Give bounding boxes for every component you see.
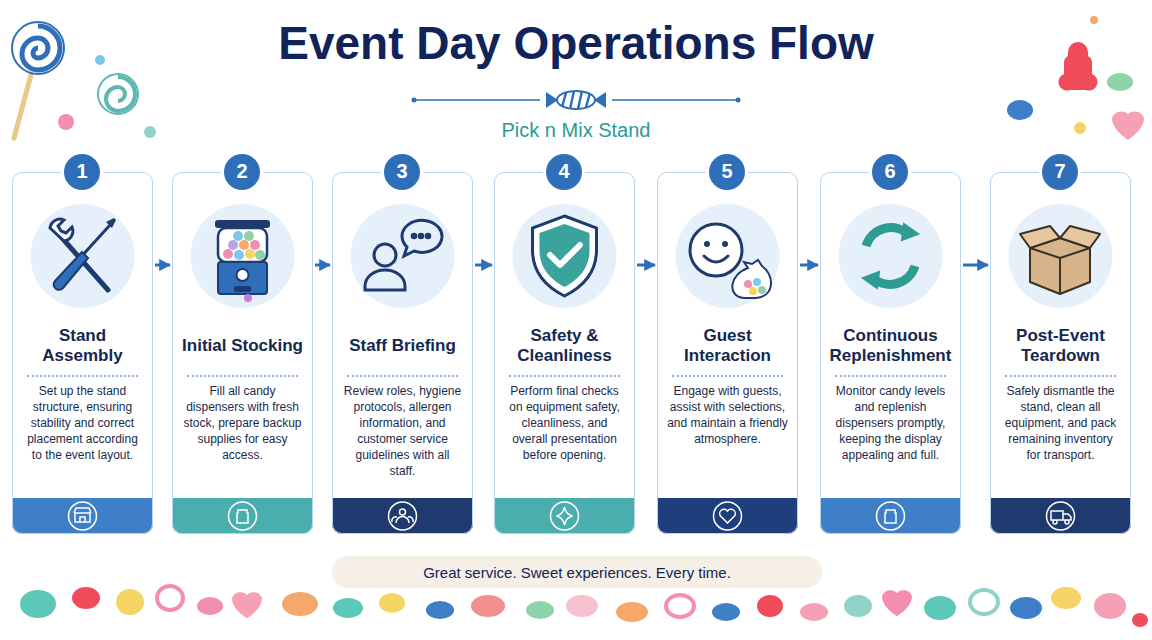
band-icon bbox=[551, 502, 579, 530]
divider-line bbox=[612, 99, 738, 101]
diagram-title: Event Day Operations Flow bbox=[0, 16, 1152, 70]
flow-arrow bbox=[155, 264, 170, 267]
truck-glyph bbox=[1051, 511, 1071, 524]
jar-glyph bbox=[237, 510, 248, 523]
caption: Great service. Sweet experiences. Every … bbox=[423, 564, 731, 581]
step-number-circle: 4 bbox=[543, 151, 585, 193]
step-description: Engage with guests, assist with selectio… bbox=[667, 383, 788, 447]
divider-line bbox=[414, 99, 540, 101]
card-band bbox=[657, 498, 798, 534]
jar-glyph bbox=[885, 510, 896, 523]
band-icon bbox=[1047, 502, 1075, 530]
card-band bbox=[332, 498, 473, 534]
step-number: 7 bbox=[1054, 160, 1065, 183]
step-title: Initial Stocking bbox=[181, 323, 304, 369]
wrapped-candy bbox=[546, 91, 606, 109]
step-number-circle: 1 bbox=[61, 151, 103, 193]
shop-glyph bbox=[74, 508, 91, 522]
icon-circle bbox=[351, 204, 455, 308]
card-band bbox=[172, 498, 313, 534]
sparkle-glyph bbox=[557, 507, 573, 525]
flow-arrow bbox=[315, 264, 330, 267]
dotted-separator bbox=[27, 375, 138, 377]
step-title: Guest Interaction bbox=[666, 323, 789, 369]
band-icon bbox=[69, 502, 97, 530]
step-number-circle: 6 bbox=[869, 151, 911, 193]
dotted-separator bbox=[1005, 375, 1116, 377]
step-number-circle: 7 bbox=[1039, 151, 1081, 193]
divider-dot bbox=[412, 98, 417, 103]
step-number: 2 bbox=[236, 160, 247, 183]
step-description: Fill all candy dispensers with fresh sto… bbox=[182, 383, 303, 463]
candy-row bbox=[20, 586, 1148, 627]
lollipop bbox=[12, 22, 156, 138]
step-card: Safety & CleanlinessPerform final checks… bbox=[494, 172, 635, 534]
dotted-separator bbox=[509, 375, 620, 377]
card-band bbox=[990, 498, 1131, 534]
icon-circle bbox=[513, 204, 617, 308]
band-icon bbox=[229, 502, 257, 530]
flow-arrow bbox=[637, 264, 655, 267]
step-card: Continuous ReplenishmentMonitor candy le… bbox=[820, 172, 961, 534]
caption-pill: Great service. Sweet experiences. Every … bbox=[332, 556, 822, 588]
people-glyph bbox=[392, 509, 413, 523]
card-band bbox=[12, 498, 153, 534]
step-card: Staff BriefingReview roles, hygiene prot… bbox=[332, 172, 473, 534]
step-title: Staff Briefing bbox=[341, 323, 464, 369]
tools-icon bbox=[50, 218, 116, 290]
step-title: Continuous Replenishment bbox=[829, 323, 952, 369]
icon-circle bbox=[676, 204, 780, 308]
dotted-separator bbox=[347, 375, 458, 377]
band-icon bbox=[389, 502, 417, 530]
step-number: 1 bbox=[76, 160, 87, 183]
guest-icon bbox=[690, 224, 771, 298]
step-number: 6 bbox=[884, 160, 895, 183]
card-band bbox=[820, 498, 961, 534]
step-number: 5 bbox=[721, 160, 732, 183]
dotted-separator bbox=[187, 375, 298, 377]
icon-circle bbox=[191, 204, 295, 308]
step-number: 4 bbox=[558, 160, 569, 183]
step-number-circle: 3 bbox=[381, 151, 423, 193]
flow-arrow bbox=[800, 264, 818, 267]
band-icon bbox=[714, 502, 742, 530]
step-description: Set up the stand structure, ensuring sta… bbox=[22, 383, 143, 463]
dotted-separator bbox=[672, 375, 783, 377]
shield-icon bbox=[533, 216, 597, 296]
step-number-circle: 5 bbox=[706, 151, 748, 193]
divider-dot bbox=[736, 98, 741, 103]
step-number: 3 bbox=[396, 160, 407, 183]
step-description: Monitor candy levels and replenish dispe… bbox=[830, 383, 951, 463]
subtitle: Pick n Mix Stand bbox=[0, 119, 1152, 142]
step-description: Perform final checks on equipment safety… bbox=[504, 383, 625, 463]
candy-cluster bbox=[1007, 16, 1144, 140]
icon-circle bbox=[1009, 204, 1113, 308]
step-card: Guest InteractionEngage with guests, ass… bbox=[657, 172, 798, 534]
card-band bbox=[494, 498, 635, 534]
briefing-icon bbox=[365, 220, 442, 290]
step-card: Post-Event TeardownSafely dismantle the … bbox=[990, 172, 1131, 534]
band-icon bbox=[877, 502, 905, 530]
step-description: Safely dismantle the stand, clean all eq… bbox=[1000, 383, 1121, 463]
step-title: Post-Event Teardown bbox=[999, 323, 1122, 369]
dotted-separator bbox=[835, 375, 946, 377]
step-card: Stand AssemblySet up the stand structure… bbox=[12, 172, 153, 534]
flow-arrow bbox=[963, 264, 988, 267]
heart-glyph bbox=[720, 509, 736, 523]
step-description: Review roles, hygiene protocols, allerge… bbox=[342, 383, 463, 479]
box-icon bbox=[1020, 226, 1100, 294]
refresh-icon bbox=[863, 224, 918, 288]
step-title: Stand Assembly bbox=[21, 323, 144, 369]
step-number-circle: 2 bbox=[221, 151, 263, 193]
icon-circle bbox=[839, 204, 943, 308]
gumball-icon bbox=[215, 220, 270, 302]
flow-arrow bbox=[475, 264, 492, 267]
step-card: Initial StockingFill all candy dispenser… bbox=[172, 172, 313, 534]
icon-circle bbox=[31, 204, 135, 308]
step-title: Safety & Cleanliness bbox=[503, 323, 626, 369]
